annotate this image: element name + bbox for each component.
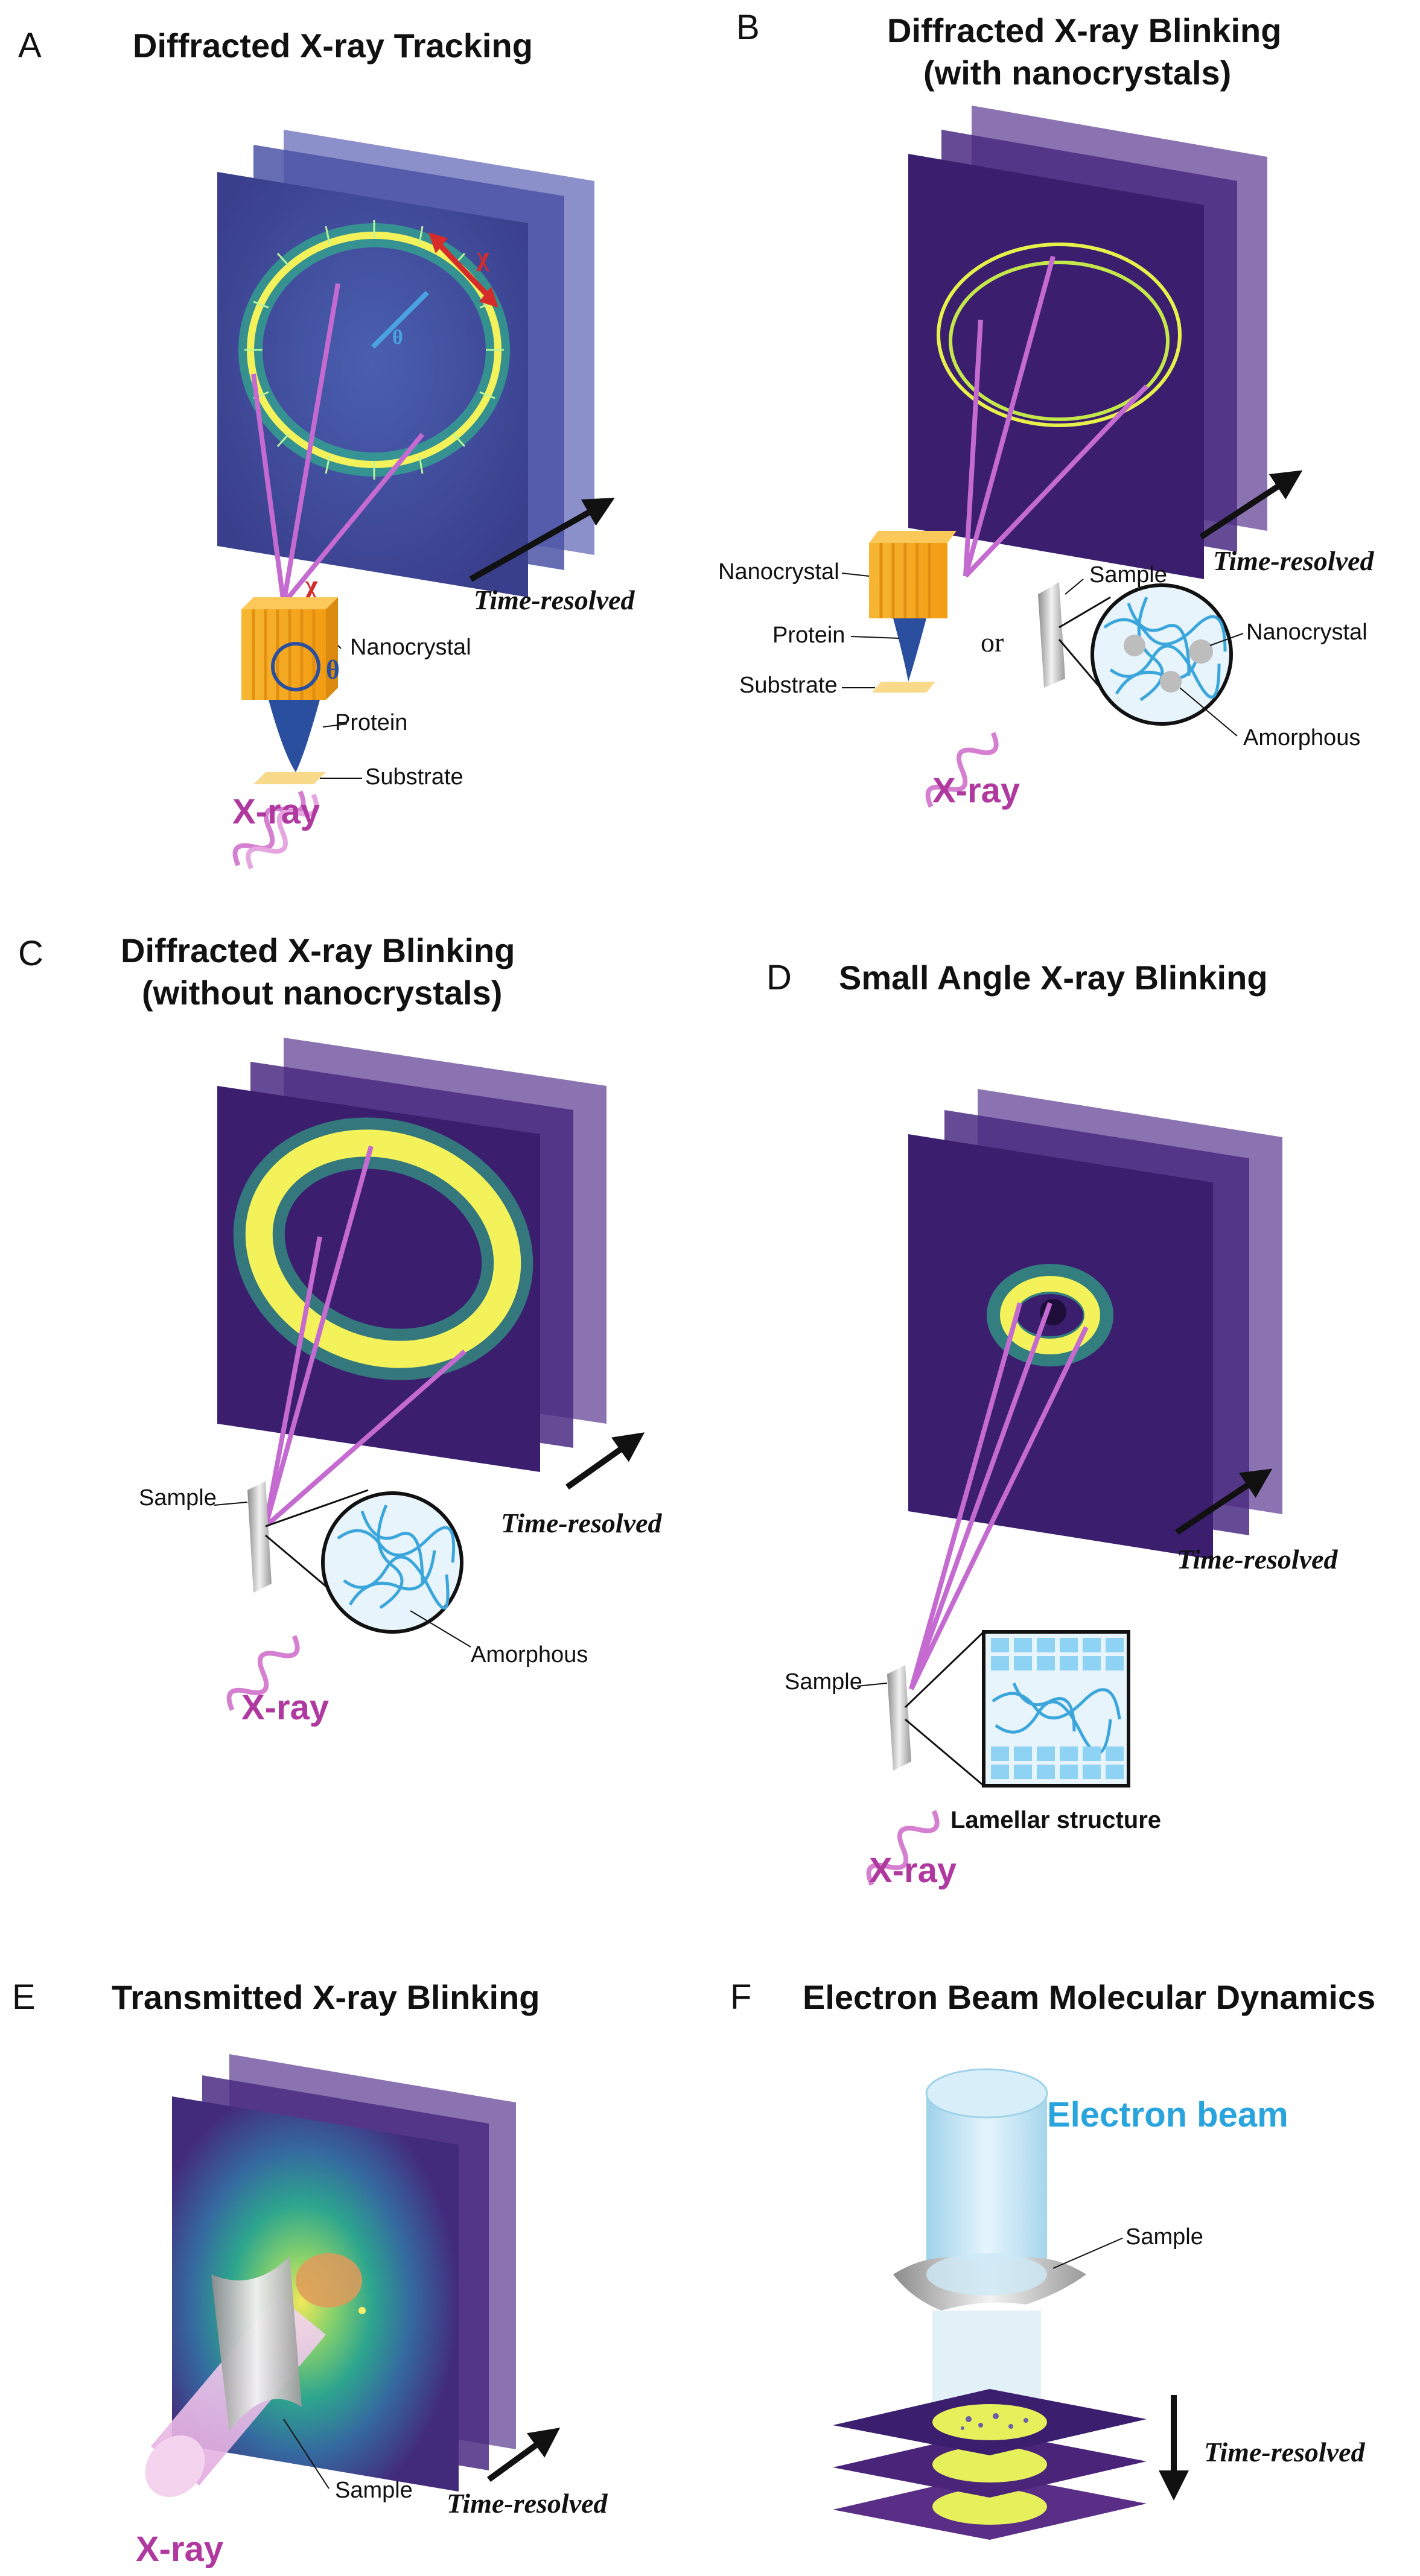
panel-c-time-label: Time-resolved <box>501 1508 663 1538</box>
panel-d-lamellae-top <box>991 1638 1124 1670</box>
panel-f-title: Electron Beam Molecular Dynamics <box>803 1978 1375 2016</box>
panel-b-substrate <box>872 682 935 693</box>
panel-b-nanocrystal <box>869 531 957 618</box>
panel-c-sample <box>247 1481 272 1593</box>
panel-d-saxs-ring <box>1000 1276 1100 1354</box>
panel-a: A Diffracted X-ray Tracking χ θ <box>18 26 635 870</box>
panel-f-letter: F <box>730 1978 751 2017</box>
panel-b-title-line1: Diffracted X-ray Blinking <box>887 11 1281 49</box>
panel-d-lamellae-bottom <box>991 1746 1124 1779</box>
panel-b-nanocrystal2-label: Nanocrystal <box>1246 620 1367 645</box>
panel-b-protein-label: Protein <box>772 623 845 648</box>
panel-c-letter: C <box>18 934 43 973</box>
panel-e-transmitted-spot <box>296 2253 362 2308</box>
panel-d-beams <box>909 1302 1089 1690</box>
panel-a-protein-label: Protein <box>335 710 407 735</box>
protein <box>269 700 320 772</box>
panel-e-sample <box>211 2256 302 2431</box>
panel-d-xray-label: X-ray <box>869 1851 957 1890</box>
panel-f-molecules <box>961 2413 1028 2430</box>
panel-b-beams <box>963 255 1148 578</box>
panel-b-detector <box>908 154 1204 579</box>
theta-symbol-crystal: θ <box>326 655 340 685</box>
panel-b-ring-outer <box>937 243 1182 427</box>
diffracted-beams <box>251 283 425 605</box>
panel-d-title: Small Angle X-ray Blinking <box>839 959 1268 997</box>
panel-d-time-label: Time-resolved <box>1177 1544 1339 1575</box>
panel-f-time-label: Time-resolved <box>1204 2437 1366 2467</box>
nanocrystal <box>241 597 338 700</box>
panel-c-xray-wave <box>226 1635 300 1712</box>
panel-b: B Diffracted X-ray Blinking (with nanocr… <box>718 8 1375 810</box>
panel-d-time-arrow <box>1175 1468 1273 1535</box>
theta-symbol: θ <box>392 326 403 349</box>
panel-e-xray-label: X-ray <box>136 2530 223 2569</box>
substrate <box>253 772 326 784</box>
panel-b-title-line2: (with nanocrystals) <box>923 54 1231 92</box>
panel-c-ring <box>245 1129 521 1368</box>
panel-d-sample-label: Sample <box>785 1669 862 1695</box>
panel-b-time-label: Time-resolved <box>1213 545 1375 576</box>
panel-d-letter: D <box>766 958 792 997</box>
panel-c-time-arrow <box>565 1432 645 1490</box>
panel-b-ring-inner <box>949 261 1170 421</box>
panel-e-title: Transmitted X-ray Blinking <box>112 1978 540 2016</box>
panel-c-xray-label: X-ray <box>241 1688 329 1727</box>
detector-stack <box>217 130 594 597</box>
panel-f-electron-label: Electron beam <box>1047 2095 1288 2134</box>
panel-c-amorphous-chains <box>337 1505 456 1610</box>
panel-e-time-arrow <box>487 2428 561 2482</box>
panel-b-letter: B <box>736 8 760 47</box>
panel-f-sample-label: Sample <box>1125 2224 1203 2250</box>
chi-arrow <box>431 236 496 304</box>
panel-a-xray-label: X-ray <box>232 792 320 831</box>
panel-d-lamellar-box <box>982 1630 1130 1788</box>
panel-d-xray-wave <box>866 1810 940 1886</box>
panel-c-sample-label: Sample <box>139 1485 217 1511</box>
time-arrow <box>469 498 615 582</box>
theta-arrow <box>371 291 429 349</box>
panel-b-nanocrystal-spheres <box>1124 635 1213 693</box>
panel-c: C Diffracted X-ray Blinking (without nan… <box>18 931 663 1727</box>
panel-b-amorphous-label: Amorphous <box>1243 725 1360 750</box>
panel-d-sample <box>887 1665 911 1771</box>
panel-a-title: Diffracted X-ray Tracking <box>133 27 533 65</box>
panel-b-substrate-label: Substrate <box>739 673 838 698</box>
panel-b-time-arrow <box>1199 470 1303 540</box>
panel-b-sample <box>1038 582 1065 688</box>
panel-a-letter: A <box>18 26 42 65</box>
panel-d: D Small Angle X-ray Blinking Time-resolv… <box>766 958 1339 1890</box>
panel-e: E Transmitted X-ray Blinking Sample Time… <box>12 1978 608 2569</box>
panel-b-protein <box>893 618 926 682</box>
panel-c-title-line1: Diffracted X-ray Blinking <box>121 931 515 969</box>
panel-e-sample-label: Sample <box>335 2478 413 2503</box>
panel-b-nanocrystal-label: Nanocrystal <box>718 559 839 585</box>
panel-a-time-label: Time-resolved <box>474 585 635 615</box>
panel-b-sample-label: Sample <box>1089 562 1167 588</box>
panel-b-or-label: or <box>981 627 1004 658</box>
chi-symbol: χ <box>476 242 489 271</box>
panel-d-lamellar-label: Lamellar structure <box>950 1807 1161 1833</box>
chi-symbol-crystal: χ <box>304 569 318 600</box>
panel-c-beams <box>263 1145 466 1529</box>
panel-f: F Electron Beam Molecular Dynamics Elect… <box>730 1978 1375 2540</box>
panel-a-substrate-label: Substrate <box>365 764 463 790</box>
panel-e-time-label: Time-resolved <box>447 2488 608 2519</box>
panel-b-xray-wave <box>925 732 999 808</box>
panel-c-amorphous-label: Amorphous <box>471 1642 588 1667</box>
panel-c-title-line2: (without nanocrystals) <box>142 974 502 1012</box>
panel-d-amorphous-layer <box>992 1683 1121 1754</box>
panel-b-xray-label: X-ray <box>932 771 1020 810</box>
panel-e-letter: E <box>12 1978 36 2017</box>
panel-a-nanocrystal-label: Nanocrystal <box>350 635 471 660</box>
panel-f-electron-column <box>926 2093 1047 2274</box>
